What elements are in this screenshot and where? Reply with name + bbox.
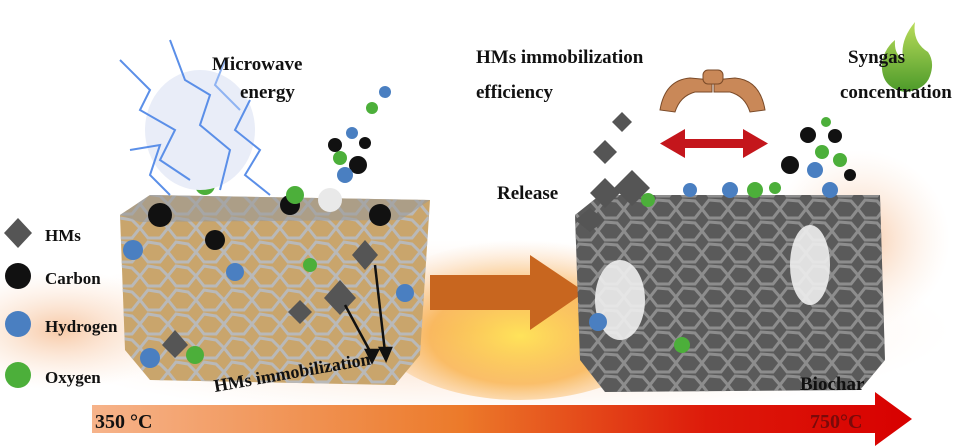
temperature-start: 350 °C <box>95 411 152 433</box>
lightning-icon <box>119 39 271 196</box>
efficiency-label-line1: HMs immobilization <box>476 47 644 68</box>
microwave-label-line1: Microwave <box>212 54 302 75</box>
immobilization-arrows <box>343 264 393 365</box>
legend-hydrogen-circle <box>5 311 31 337</box>
biochar-block <box>575 182 885 392</box>
raw-biomass-block <box>120 175 430 385</box>
legend-oxygen-circle <box>5 362 31 388</box>
legend-label-hms: HMs <box>45 226 81 245</box>
syngas-label-line1: Syngas <box>848 47 905 68</box>
microwave-label-line2: energy <box>240 82 295 103</box>
efficiency-label-line2: efficiency <box>476 82 554 103</box>
syngas-molecules-left <box>318 86 391 212</box>
temperature-end: 750°C <box>810 411 862 433</box>
legend-hms-diamond <box>4 218 32 248</box>
syngas-label-line2: concentration <box>840 82 952 103</box>
flame-icon <box>881 22 933 92</box>
syngas-molecules-right <box>769 117 856 198</box>
biochar-label: Biochar <box>800 374 865 395</box>
legend-label-carbon: Carbon <box>45 269 101 288</box>
legend-carbon-circle <box>5 263 31 289</box>
legend: HMs Carbon Hydrogen Oxygen <box>4 218 118 388</box>
temperature-bar: 350 °C 750°C <box>92 392 912 446</box>
process-arrow-icon <box>430 255 585 330</box>
released-hms <box>575 112 650 232</box>
legend-label-hydrogen: Hydrogen <box>45 317 118 336</box>
release-label: Release <box>497 183 558 204</box>
arm-wrestling-icon <box>659 69 766 113</box>
double-arrow-icon <box>660 129 768 158</box>
legend-label-oxygen: Oxygen <box>45 368 101 387</box>
